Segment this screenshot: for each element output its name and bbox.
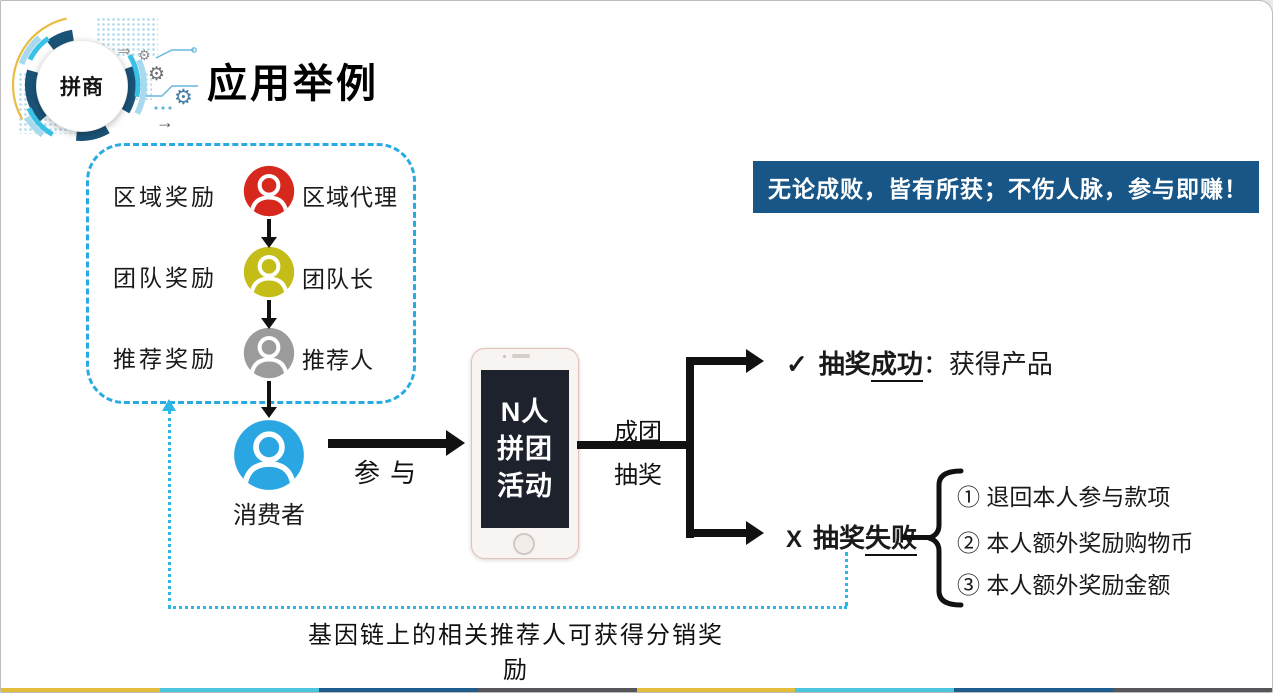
consumer-label: 消费者 xyxy=(233,502,305,529)
circuit-dot xyxy=(161,106,165,110)
stripe-segment xyxy=(795,688,955,692)
circuit-dot xyxy=(154,106,158,110)
role-label-team-leader: 团队长 xyxy=(302,267,374,293)
down-arrow xyxy=(267,381,271,407)
gear-icon: ⚙ xyxy=(174,86,193,109)
circuit-node xyxy=(191,47,197,53)
page-title: 应用举例 xyxy=(207,62,379,106)
gear-icon: ⚙ xyxy=(138,47,151,63)
logo-badge: 拼商 xyxy=(36,40,128,132)
phone-screen-text: 活动 xyxy=(497,470,553,501)
arrow-icon: → xyxy=(156,112,174,132)
person-icon-region-agent xyxy=(243,165,295,217)
stripe-segment xyxy=(1,688,160,692)
phone-screen-text: 拼团 xyxy=(497,433,553,464)
feedback-dotted-line-right xyxy=(845,552,848,606)
branch-top-arm xyxy=(690,357,746,365)
role-label-referrer: 推荐人 xyxy=(302,348,374,374)
stripe-segment xyxy=(954,688,1114,692)
success-label: 抽奖 xyxy=(818,349,871,379)
reward-label-referral: 推荐奖励 xyxy=(113,347,217,373)
feedback-dotted-line-bottom xyxy=(168,606,847,609)
success-label-underlined: 成功 xyxy=(870,349,923,382)
logo-decoration: ⇒ ⚙ ⚙ ⚙ → xyxy=(11,15,198,152)
failure-item-3: ③ 本人额外奖励金额 xyxy=(957,572,1171,598)
person-icon-team-leader xyxy=(243,246,295,298)
reward-box xyxy=(86,143,416,404)
cross-icon: X xyxy=(786,526,803,553)
feedback-arrowhead xyxy=(162,399,176,411)
stripe-segment xyxy=(477,688,637,692)
success-arrowhead xyxy=(746,349,764,373)
phone-camera-icon xyxy=(503,355,506,358)
failure-bracket-connector xyxy=(902,535,932,540)
check-icon: ✓ xyxy=(786,349,808,379)
down-arrow xyxy=(267,219,271,237)
role-label-region-agent: 区域代理 xyxy=(302,185,398,211)
logo-badge-label: 拼商 xyxy=(60,76,104,99)
person-icon-referrer xyxy=(243,327,295,379)
circuit-lines xyxy=(155,49,194,59)
reward-label-team: 团队奖励 xyxy=(113,266,217,292)
failure-item-2: ② 本人额外奖励购物币 xyxy=(957,530,1194,556)
person-icon-consumer xyxy=(234,420,304,490)
phone: N人 拼团 活动 xyxy=(471,348,579,559)
down-arrowhead xyxy=(261,318,277,329)
slogan-text: 无论成败，皆有所获；不伤人脉，参与即赚！ xyxy=(768,176,1248,202)
branch-bottom-arm xyxy=(690,529,746,537)
stripe-segment xyxy=(636,688,796,692)
reward-label-region: 区域奖励 xyxy=(113,185,217,211)
feedback-dotted-line-left xyxy=(168,411,171,608)
footer-stripe xyxy=(1,688,1272,692)
branch-vertical-line xyxy=(686,357,694,538)
success-suffix: ：获得产品 xyxy=(922,349,1053,379)
phone-speaker-icon xyxy=(512,354,530,358)
down-arrowhead xyxy=(261,407,277,418)
logo: ⇒ ⚙ ⚙ ⚙ → 拼商 xyxy=(6,12,211,152)
logo-ring-outer xyxy=(15,19,147,151)
double-arrow-icon: ⇒ xyxy=(118,43,131,60)
logo-ring-cyan xyxy=(21,25,141,145)
branch-stem-line xyxy=(577,441,690,449)
failure-item-1: ① 退回本人参与款项 xyxy=(957,484,1171,510)
feedback-note: 基因链上的相关推荐人可获得分销奖励 xyxy=(308,621,724,684)
stripe-segment xyxy=(1113,688,1272,692)
phone-home-button xyxy=(513,533,535,555)
slogan-banner: 无论成败，皆有所获；不伤人脉，参与即赚！ xyxy=(753,161,1259,213)
circuit-dot xyxy=(168,106,172,110)
branch-label-top: 成团 xyxy=(614,418,662,446)
circuit-lines xyxy=(146,85,198,97)
logo-yellow-arc xyxy=(11,15,151,152)
logo-ring-dark xyxy=(25,29,137,141)
participate-arrowhead xyxy=(446,430,465,456)
participate-arrow xyxy=(328,439,446,448)
phone-screen: N人 拼团 活动 xyxy=(481,370,569,528)
phone-screen-text: N人 xyxy=(500,396,550,427)
branch-label-bottom: 抽奖 xyxy=(614,461,662,489)
gear-icon: ⚙ xyxy=(148,64,165,85)
down-arrow xyxy=(267,300,271,318)
failure-bracket xyxy=(926,468,964,608)
failure-arrowhead xyxy=(746,521,764,545)
down-arrowhead xyxy=(261,237,277,248)
success-outcome: ✓ 抽奖成功：获得产品 xyxy=(786,344,1053,382)
stripe-segment xyxy=(318,688,478,692)
participate-label: 参与 xyxy=(353,459,426,489)
failure-label: 抽奖 xyxy=(813,523,866,553)
stripe-segment xyxy=(159,688,319,692)
